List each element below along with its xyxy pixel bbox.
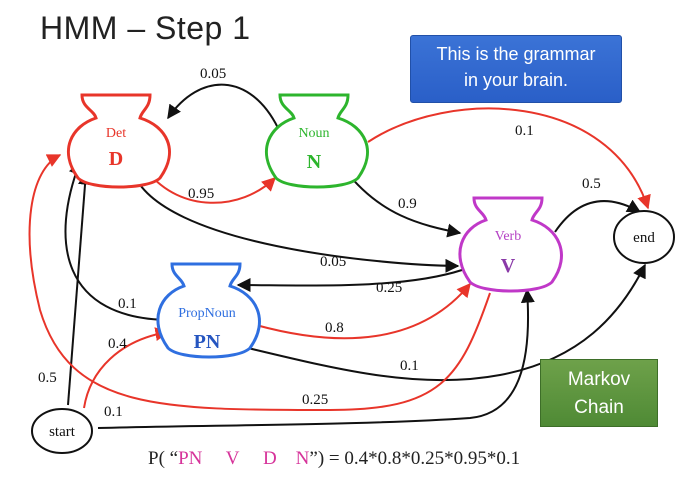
- label-propnoun-to-det: 0.1: [118, 296, 137, 312]
- verb-symbol: V: [501, 255, 516, 277]
- det-vase-icon: [67, 93, 171, 189]
- noun-name: Noun: [298, 126, 329, 141]
- label-noun-to-verb: 0.9: [398, 196, 417, 212]
- markov-callout-line-1: Markov: [567, 369, 631, 390]
- label-propnoun-to-verb: 0.8: [325, 320, 344, 336]
- edge-propnoun-to-end: [247, 263, 646, 382]
- edge-start-to-propnoun: [83, 327, 170, 409]
- verb-node: Verb V: [458, 196, 563, 293]
- verb-name: Verb: [495, 229, 521, 244]
- slide-title: HMM – Step 1: [40, 10, 251, 46]
- propnoun-vase-icon: [156, 262, 261, 359]
- probability-formula: P( “PN V D N”) = 0.4*0.8*0.25*0.95*0.1: [148, 448, 520, 470]
- label-det-to-noun: 0.95: [188, 186, 214, 202]
- grammar-callout-line-2: in your brain.: [463, 70, 569, 90]
- formula-token-v: V: [225, 448, 240, 469]
- edge-propnoun-to-det: [64, 160, 173, 321]
- det-symbol: D: [109, 148, 123, 170]
- formula-prefix: P( “: [148, 448, 179, 469]
- edge-noun-to-end: [367, 107, 651, 210]
- grammar-callout: This is the grammar in your brain.: [410, 35, 622, 103]
- edge-verb-to-det: [28, 154, 491, 412]
- label-start-to-verb: 0.1: [104, 404, 123, 420]
- edge-det-to-noun: [147, 171, 277, 204]
- verb-vase-icon: [458, 196, 563, 293]
- label-noun-to-end: 0.1: [515, 123, 534, 139]
- label-verb-to-det: 0.25: [302, 392, 328, 408]
- noun-node: Noun N: [265, 93, 369, 189]
- label-noun-to-det: 0.05: [200, 66, 226, 82]
- edge-verb-to-end: [554, 199, 642, 233]
- label-verb-to-propnoun: 0.25: [376, 280, 402, 296]
- det-node: Det D: [67, 93, 171, 189]
- edge-noun-to-det: [167, 83, 279, 129]
- start-label: start: [49, 424, 76, 440]
- label-propnoun-to-end: 0.1: [400, 358, 419, 374]
- edge-propnoun-to-verb: [255, 282, 471, 340]
- label-start-to-propnoun: 0.4: [108, 336, 127, 352]
- edge-start-to-verb: [97, 288, 535, 429]
- noun-vase-icon: [265, 93, 369, 189]
- end-node: end: [613, 210, 675, 264]
- edge-det-to-verb: [132, 171, 460, 273]
- markov-callout-line-2: Chain: [574, 397, 624, 418]
- formula-token-pn: PN: [178, 448, 203, 469]
- propnoun-node: PropNoun PN: [156, 262, 261, 359]
- formula-token-d: D: [262, 448, 277, 469]
- formula-suffix: ”) = 0.4*0.8*0.25*0.95*0.1: [309, 448, 521, 469]
- label-verb-to-end: 0.5: [582, 176, 601, 192]
- grammar-callout-line-1: This is the grammar: [436, 44, 596, 64]
- start-node: start: [31, 408, 93, 454]
- markov-chain-callout: Markov Chain: [540, 359, 658, 427]
- formula-token-n: N: [295, 448, 310, 469]
- edge-noun-to-verb: [344, 169, 462, 238]
- noun-symbol: N: [307, 151, 322, 173]
- label-det-to-verb: 0.05: [320, 254, 346, 270]
- edge-verb-to-propnoun: [236, 269, 463, 293]
- end-label: end: [633, 230, 655, 246]
- label-start-to-det: 0.5: [38, 370, 57, 386]
- propnoun-name: PropNoun: [178, 306, 236, 321]
- det-name: Det: [106, 126, 126, 141]
- propnoun-symbol: PN: [194, 331, 221, 353]
